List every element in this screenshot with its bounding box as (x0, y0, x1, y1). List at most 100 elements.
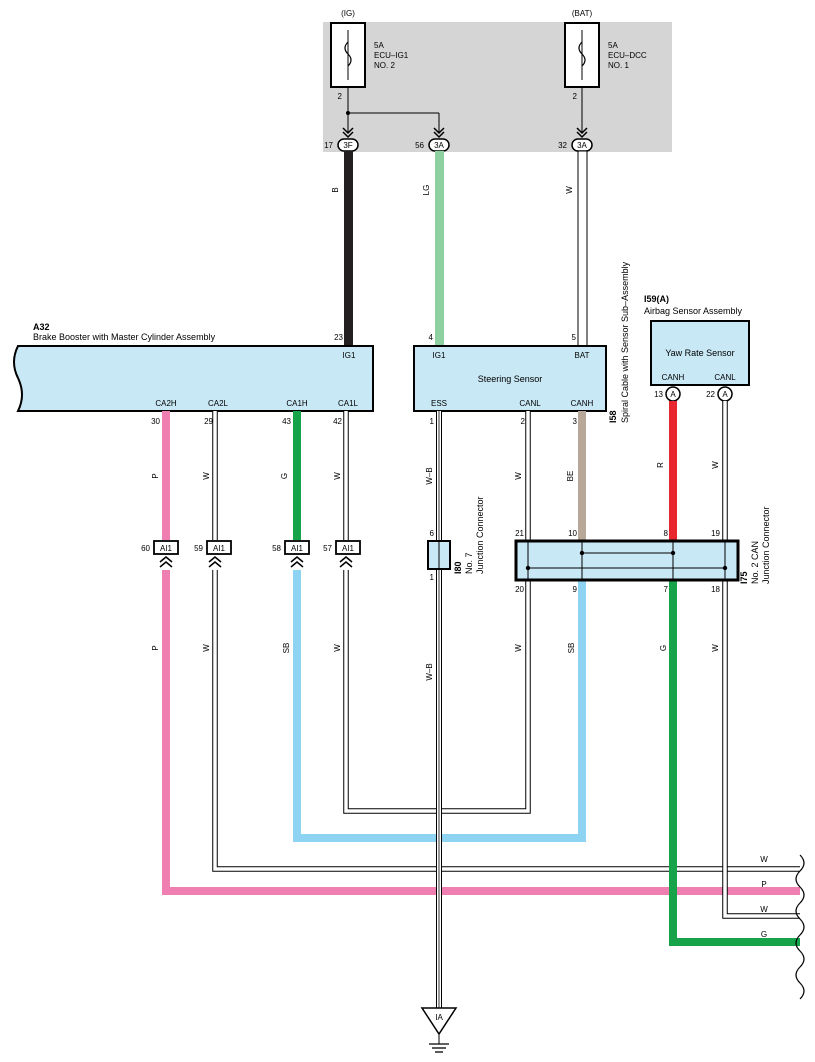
svg-text:5A: 5A (374, 41, 384, 50)
svg-text:W: W (711, 644, 720, 652)
svg-text:W: W (514, 644, 523, 652)
svg-text:W: W (760, 855, 768, 864)
svg-text:W: W (711, 461, 720, 469)
svg-text:G: G (761, 930, 767, 939)
svg-text:59: 59 (194, 544, 203, 553)
svg-text:43: 43 (282, 417, 291, 426)
ai1-connector-60: 60 AI1 (141, 540, 179, 568)
svg-text:6: 6 (430, 529, 435, 538)
wire-b (344, 151, 353, 346)
svg-text:B: B (331, 187, 340, 192)
svg-text:7: 7 (664, 585, 669, 594)
i59-pin-22: 22 A (706, 386, 733, 402)
svg-text:20: 20 (515, 585, 524, 594)
svg-text:19: 19 (711, 529, 720, 538)
wire-g-bottom (669, 580, 800, 946)
fuse-bat: (BAT) 5A ECU–DCC NO. 1 2 (564, 9, 647, 101)
svg-text:G: G (659, 645, 668, 651)
svg-text:W–B: W–B (425, 467, 434, 484)
svg-text:CANL: CANL (519, 399, 541, 408)
svg-text:3: 3 (573, 417, 578, 426)
svg-text:CA1L: CA1L (338, 399, 359, 408)
svg-text:No. 7: No. 7 (464, 552, 474, 574)
svg-text:G: G (280, 473, 289, 479)
svg-text:3A: 3A (577, 141, 587, 150)
svg-text:22: 22 (706, 390, 715, 399)
wire-be (578, 411, 586, 541)
svg-text:CANH: CANH (662, 373, 685, 382)
fuse-ig: (IG) 5A ECU–IG1 NO. 2 2 (330, 9, 409, 101)
svg-text:LG: LG (422, 185, 431, 196)
svg-text:ECU–IG1: ECU–IG1 (374, 51, 409, 60)
i75-junction-connector: 21 10 8 19 20 9 7 18 I75 No. 2 CAN Junct… (514, 506, 771, 594)
svg-text:I59(A): I59(A) (644, 294, 669, 304)
svg-text:CA2H: CA2H (155, 399, 177, 408)
svg-text:W: W (202, 472, 211, 480)
ai1-connector-57: 57 AI1 (323, 540, 361, 568)
svg-text:SB: SB (282, 643, 291, 654)
ai1-connector-58: 58 AI1 (272, 540, 310, 568)
ground-ia: IA (420, 1007, 458, 1053)
svg-text:3A: 3A (434, 141, 444, 150)
i80-junction-connector: 6 1 I80 No. 7 Junction Connector (427, 496, 485, 582)
wire-w-i75-18 (723, 580, 800, 918)
wire-p (162, 411, 800, 895)
jb-pin-32: 32 3A (558, 138, 593, 152)
chevron-up-icon (339, 556, 353, 568)
svg-text:10: 10 (568, 529, 577, 538)
svg-text:A: A (670, 390, 676, 399)
svg-text:58: 58 (272, 544, 281, 553)
jb-pin-17: 17 3F (324, 138, 359, 152)
svg-text:5A: 5A (608, 41, 618, 50)
ig-header: (IG) (341, 9, 355, 18)
svg-text:I80: I80 (453, 561, 463, 574)
svg-text:1: 1 (430, 417, 435, 426)
a32-name: Brake Booster with Master Cylinder Assem… (33, 332, 216, 342)
bat-header: (BAT) (572, 9, 593, 18)
wire-w-bat (577, 150, 588, 347)
svg-text:W: W (333, 472, 342, 480)
svg-text:IA: IA (435, 1013, 443, 1022)
wire-break-icon (795, 854, 805, 1000)
a32-code: A32 (33, 322, 50, 332)
svg-text:AI1: AI1 (291, 544, 304, 553)
svg-text:NO. 2: NO. 2 (374, 61, 395, 70)
svg-text:2: 2 (521, 417, 526, 426)
svg-text:42: 42 (333, 417, 342, 426)
svg-text:W–B: W–B (425, 663, 434, 680)
svg-text:CANL: CANL (714, 373, 736, 382)
svg-text:Junction Connector: Junction Connector (475, 496, 485, 574)
svg-text:AI1: AI1 (342, 544, 355, 553)
svg-text:No. 2 CAN: No. 2 CAN (750, 541, 760, 584)
svg-text:I58: I58 (608, 410, 618, 423)
svg-text:BE: BE (566, 471, 575, 482)
jb-pin-56: 56 3A (415, 138, 450, 152)
svg-text:17: 17 (324, 141, 333, 150)
svg-text:2: 2 (338, 92, 343, 101)
junction-block-shade (323, 22, 672, 152)
chevron-up-icon (290, 556, 304, 568)
svg-text:ECU–DCC: ECU–DCC (608, 51, 647, 60)
svg-text:CA1H: CA1H (286, 399, 308, 408)
svg-text:W: W (760, 905, 768, 914)
i59-body (650, 320, 750, 386)
svg-text:13: 13 (654, 390, 663, 399)
svg-text:32: 32 (558, 141, 567, 150)
chevron-up-icon (208, 556, 222, 568)
svg-text:CA2L: CA2L (208, 399, 229, 408)
fuse-icon (344, 41, 352, 67)
svg-text:23: 23 (334, 333, 343, 342)
svg-text:21: 21 (515, 529, 524, 538)
svg-text:BAT: BAT (575, 351, 590, 360)
svg-text:5: 5 (572, 333, 577, 342)
svg-text:60: 60 (141, 544, 150, 553)
svg-text:IG1: IG1 (343, 351, 356, 360)
wire-r (669, 401, 677, 541)
wire-w-ca2l (212, 411, 800, 872)
svg-text:18: 18 (711, 585, 720, 594)
svg-text:W: W (333, 644, 342, 652)
svg-text:W: W (514, 472, 523, 480)
chevron-up-icon (159, 556, 173, 568)
fuse-icon (578, 41, 586, 67)
